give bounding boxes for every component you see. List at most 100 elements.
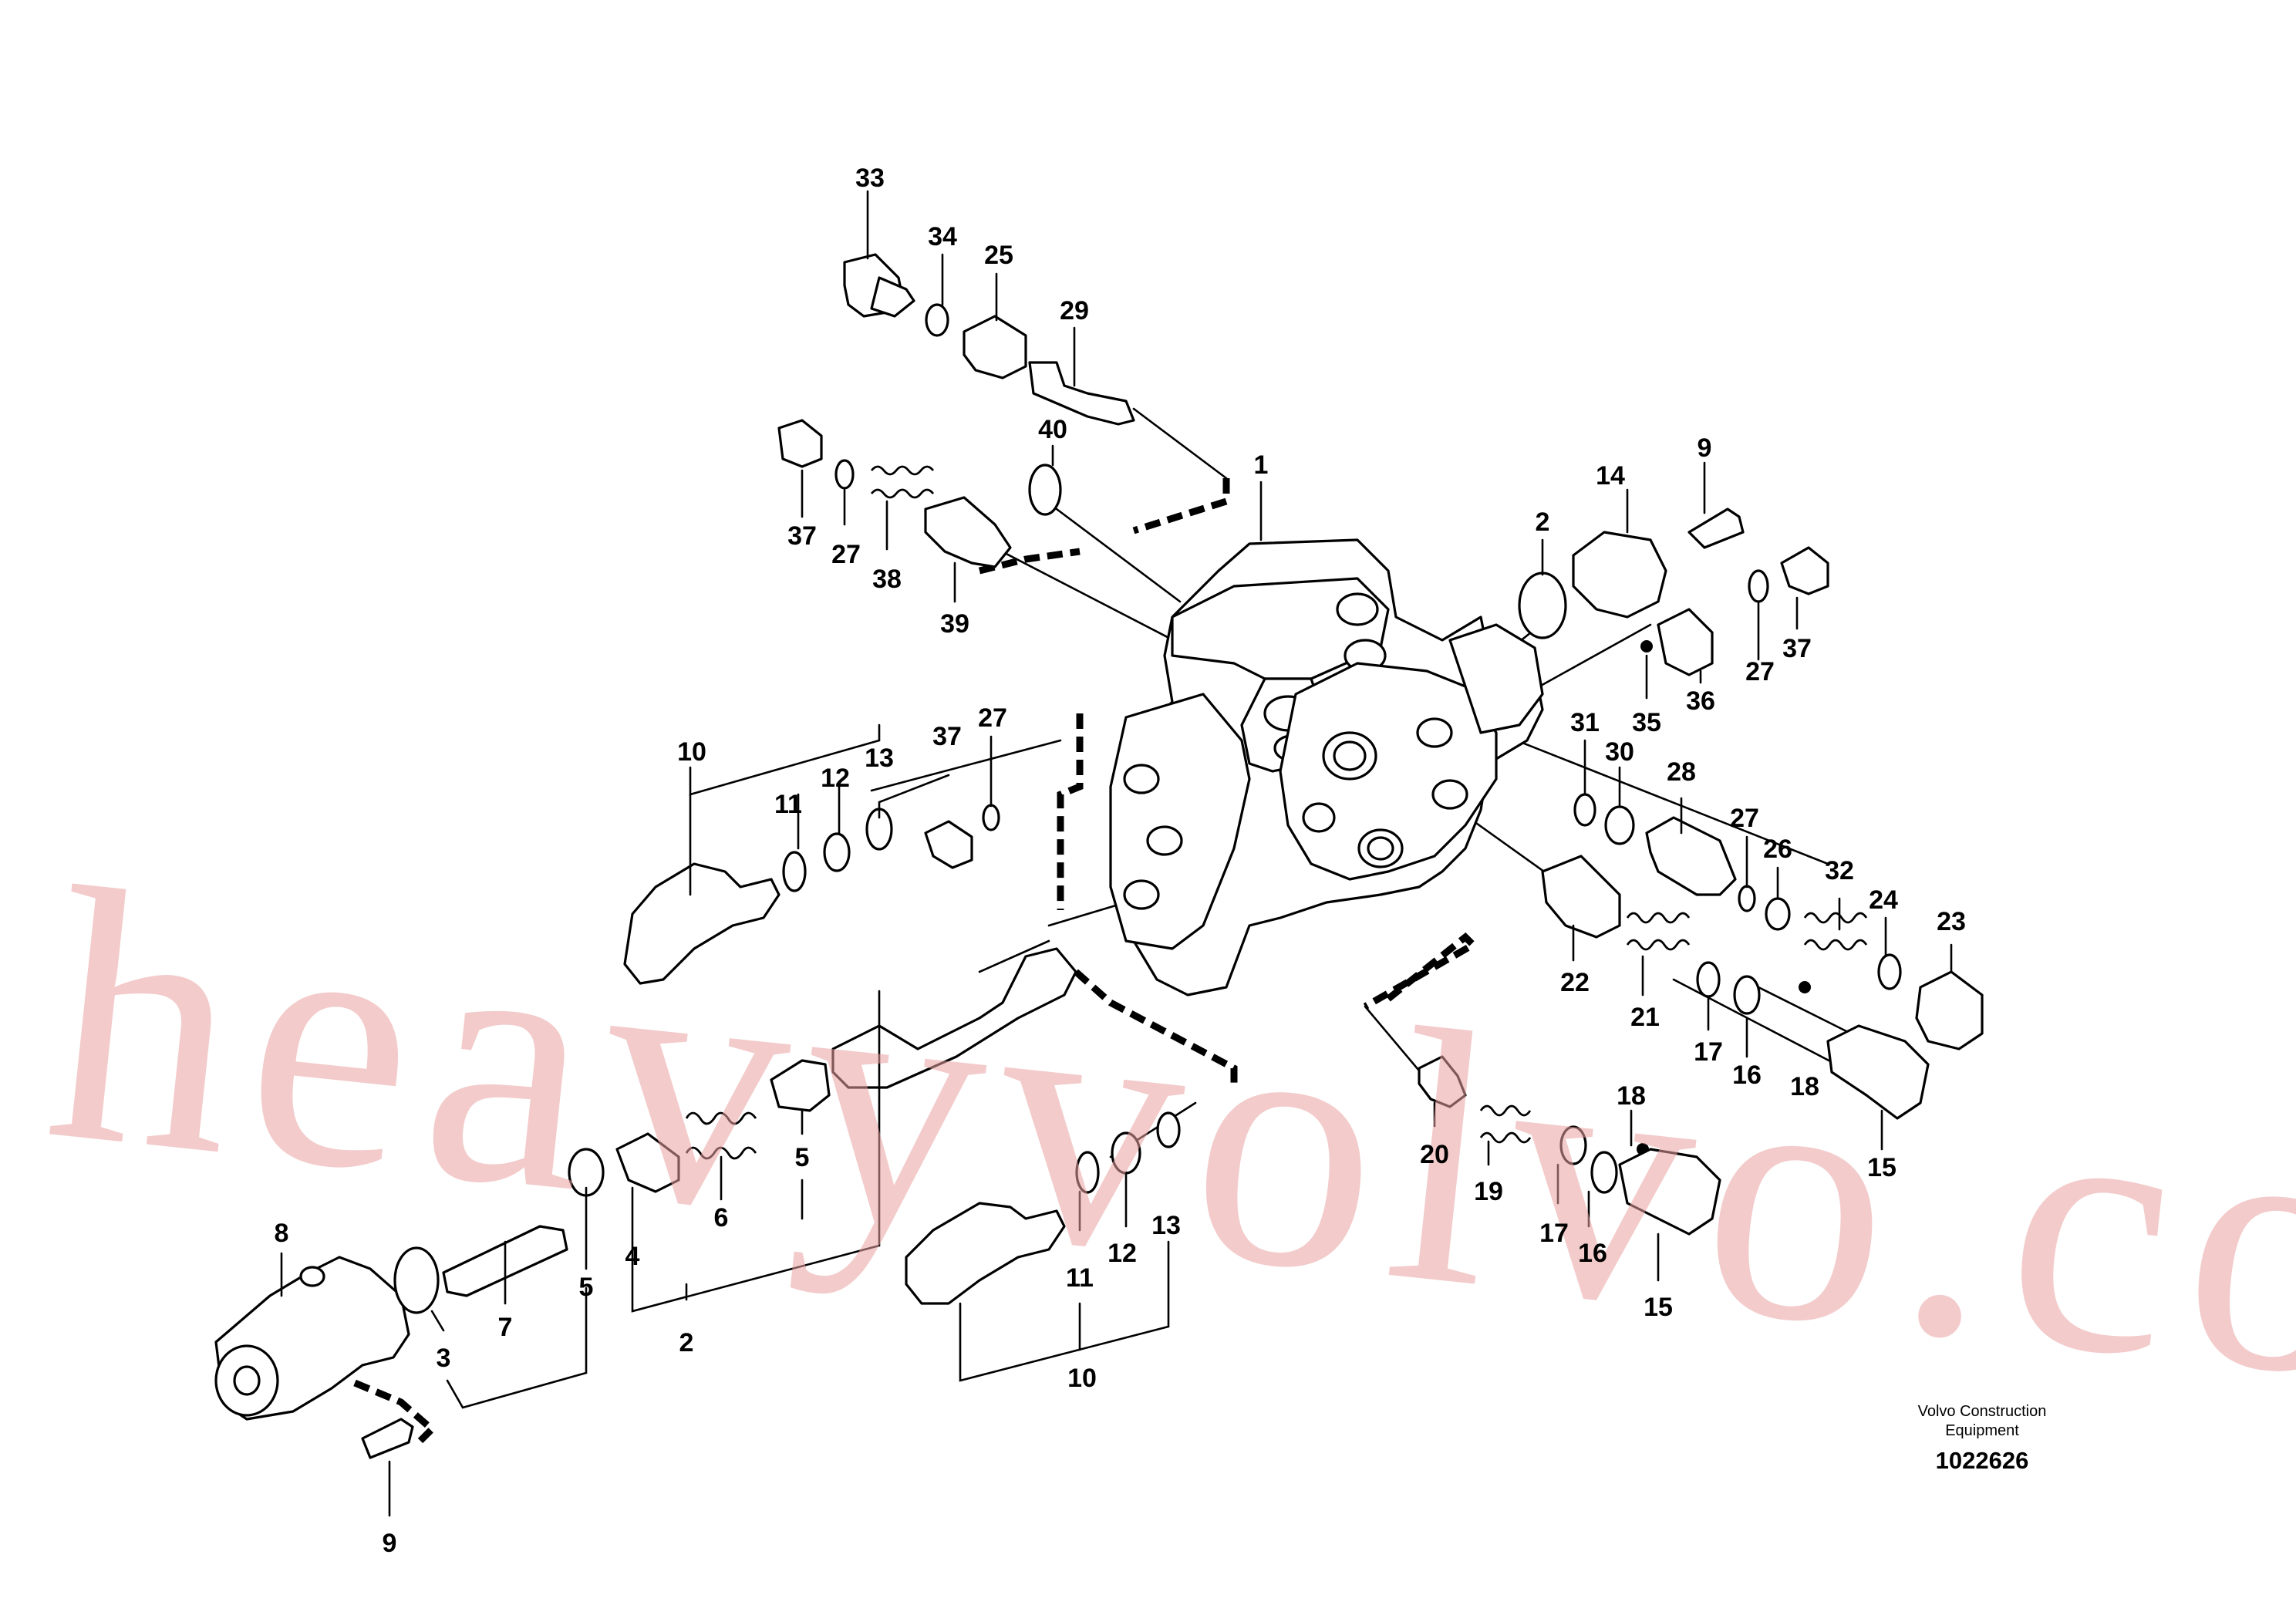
callout-26: 26 <box>1763 835 1792 864</box>
callout-40: 40 <box>1038 415 1067 444</box>
o-ring-part-11-lower <box>1075 1151 1100 1194</box>
callout-9-lower: 9 <box>383 1529 397 1558</box>
brand-line-1: Volvo Construction <box>1917 1403 2047 1420</box>
bolt-part-9-top <box>1687 508 1745 549</box>
callout-31: 31 <box>1570 708 1600 737</box>
plug-part-25 <box>963 315 1027 379</box>
left-upper-parts <box>777 419 1062 568</box>
callout-4: 4 <box>625 1242 640 1271</box>
spool-part-28 <box>1645 816 1737 896</box>
washer-part-5-upper <box>770 1059 831 1112</box>
o-ring-part-12-upper <box>823 832 851 872</box>
pin-part-29 <box>1028 361 1135 426</box>
callout-17-upper: 17 <box>1694 1037 1723 1067</box>
o-ring-part-17-lower <box>1559 1125 1587 1165</box>
o-ring-part-31 <box>1573 793 1596 827</box>
o-ring-part-27-right <box>1748 569 1769 603</box>
illustration-number: 1022626 <box>1935 1447 2029 1474</box>
spool-part-39 <box>924 496 1012 568</box>
top-group-parts <box>843 253 1135 426</box>
dash-connector-20 <box>1363 932 1479 1010</box>
callout-27-right-mid: 27 <box>1730 804 1759 833</box>
o-ring-part-2-right <box>1518 572 1567 639</box>
o-ring-part-40 <box>1028 464 1062 516</box>
callout-11-upper: 11 <box>774 790 802 819</box>
callout-30: 30 <box>1605 737 1634 767</box>
callout-6: 6 <box>714 1203 729 1233</box>
spring-part-38 <box>870 465 935 499</box>
o-ring-part-16-upper <box>1733 975 1761 1015</box>
valve-housing-part-1 <box>1109 538 1544 996</box>
callout-33: 33 <box>855 164 885 193</box>
o-ring-part-16-lower <box>1590 1151 1618 1194</box>
callout-13-upper: 13 <box>865 744 894 773</box>
o-ring-part-30 <box>1604 805 1635 845</box>
spool-part-36 <box>1657 608 1714 676</box>
callout-10-lower: 10 <box>1067 1364 1097 1393</box>
ball-part-35 <box>1640 640 1653 653</box>
o-ring-part-27-mid <box>982 804 1000 831</box>
spring-part-32 <box>1803 912 1868 951</box>
plug-part-15-upper <box>1826 1024 1930 1120</box>
lower-middle-parts <box>905 1111 1181 1305</box>
callout-23: 23 <box>1937 907 1966 936</box>
callout-15-lower: 15 <box>1644 1293 1673 1322</box>
spring-part-6 <box>685 1111 757 1160</box>
plug-part-37-mid <box>924 820 973 869</box>
callout-27-mid: 27 <box>978 703 1007 733</box>
callout-8: 8 <box>275 1219 289 1248</box>
dash-connector-27 <box>1057 713 1084 910</box>
callout-16-lower: 16 <box>1578 1239 1607 1268</box>
callout-24: 24 <box>1869 885 1898 915</box>
leader-lines <box>280 190 1953 1517</box>
callout-27-upper-right: 27 <box>1745 657 1775 686</box>
o-ring-part-17-upper <box>1696 961 1721 998</box>
o-ring-part-13-lower <box>1156 1111 1181 1148</box>
o-ring-part-3 <box>393 1246 440 1314</box>
plug-part-37 <box>777 419 823 468</box>
callout-37-upper-right: 37 <box>1782 634 1812 663</box>
callout-28: 28 <box>1667 757 1696 787</box>
callout-9-upper: 9 <box>1698 433 1712 463</box>
bolt-part-9-lower <box>361 1418 414 1459</box>
callout-39: 39 <box>940 609 969 639</box>
o-ring-part-26 <box>1765 897 1791 931</box>
plug-part-23 <box>1915 970 1984 1050</box>
callout-3: 3 <box>437 1344 451 1373</box>
callout-15-upper: 15 <box>1867 1153 1896 1182</box>
o-ring-part-11-upper <box>782 851 807 892</box>
callout-29: 29 <box>1060 296 1089 325</box>
callout-37-mid: 37 <box>932 722 962 751</box>
flange-part-14 <box>1572 531 1667 619</box>
callout-21: 21 <box>1630 1003 1660 1032</box>
plug-part-37-right <box>1780 546 1829 595</box>
callout-19: 19 <box>1474 1177 1503 1206</box>
callout-20: 20 <box>1420 1140 1449 1169</box>
callout-12-upper: 12 <box>821 764 850 793</box>
ball-part-18-upper <box>1799 981 1811 993</box>
callout-18-lower: 18 <box>1617 1081 1646 1111</box>
callout-32: 32 <box>1825 856 1854 885</box>
spring-part-21 <box>1626 912 1691 951</box>
brand-line-2: Equipment <box>1945 1422 2019 1439</box>
lower-right-parts <box>1418 1055 1721 1236</box>
callout-10-upper: 10 <box>677 737 706 767</box>
callout-2-lower: 2 <box>679 1328 694 1357</box>
callout-38: 38 <box>872 565 902 594</box>
callout-5-lower: 5 <box>579 1273 594 1302</box>
o-ring-part-34 <box>925 303 949 337</box>
callout-12-lower: 12 <box>1108 1239 1137 1268</box>
right-middle-parts <box>1541 793 1984 1120</box>
solenoid-valve-part-10-lower <box>905 1202 1066 1305</box>
spool-part-22 <box>1541 855 1621 939</box>
callout-22: 22 <box>1560 968 1590 997</box>
callout-16-upper: 16 <box>1732 1061 1762 1090</box>
callout-2-upper: 2 <box>1536 508 1550 537</box>
o-ring-part-27-right-mid <box>1738 885 1756 912</box>
spool-part-2-lower <box>831 947 1077 1089</box>
callout-27-upper-left: 27 <box>831 540 861 569</box>
dash-connector-valve <box>1074 969 1238 1088</box>
callout-34: 34 <box>928 222 957 251</box>
